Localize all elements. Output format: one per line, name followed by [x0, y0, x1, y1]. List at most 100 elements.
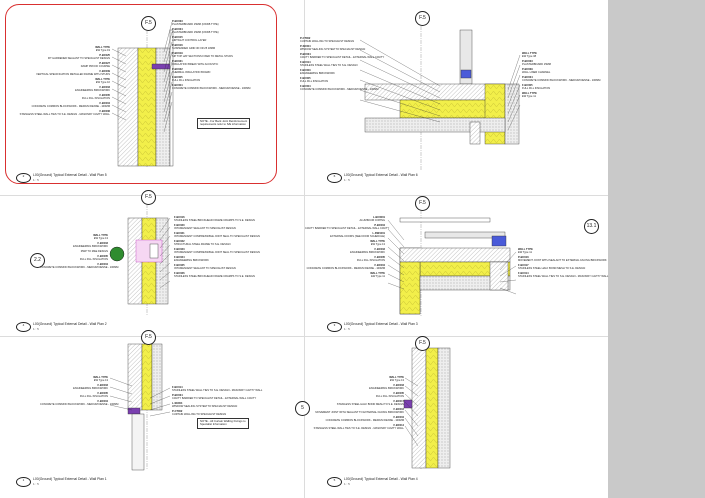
annotation-text: FULL FILL INSULATION: [522, 87, 551, 91]
annotation-text: STAINLESS STEEL WALL TIES TO S.E. DESIGN…: [19, 113, 110, 117]
annotation-text: FULL FILL INSULATION: [356, 259, 385, 263]
annotation-code: F-BC003: [97, 242, 108, 245]
panel-divider-row-1: [0, 195, 608, 196]
annotation-code: P-BC004: [522, 76, 533, 79]
annotation-text: CONCRETE COMMON BLOCKWORK - MEDIUM DENSE…: [31, 105, 110, 109]
annotation-code: WALL TYPE: [522, 92, 537, 95]
annotation-code: F-BC005: [393, 392, 404, 395]
leader-line: [387, 282, 405, 290]
leader-line: [387, 246, 405, 262]
leader-line: [159, 280, 171, 289]
annotation-code: WALL TYPE: [95, 46, 110, 49]
annotation-text: ENGINEERING BRICKWORK: [75, 89, 110, 93]
annotation-text: STAINLESS STEEL WALL TIES TO S.E. DESIGN…: [313, 427, 404, 431]
annotation-code: F-BC021: [174, 232, 185, 235]
panel-title: L00(Ground) Typical External Detail - Wa…: [33, 477, 107, 481]
annotation-code: F-BC024: [174, 256, 185, 259]
annotation-text: FULL FILL INSULATION: [300, 80, 329, 84]
panel-title: L00(Ground) Typical External Detail - Wa…: [344, 173, 418, 177]
annotation-text: CONCRETE COMMON BLOCKWORK - MEDIUM DENSE…: [306, 267, 385, 271]
leader-line: [149, 387, 171, 399]
panel-scale: 1 : 5: [344, 327, 350, 331]
leader-line: [404, 393, 419, 407]
annotation-text: CAVITY BARRIER TO SPECIALIST DETAIL - EX…: [172, 397, 257, 401]
leader-line: [499, 279, 517, 283]
annotation-text: CONCRETE COMMON BLOCKWORK - MEDIUM DENSE…: [40, 266, 119, 269]
annotation-code: F-BC016: [393, 408, 404, 411]
grid-bubble: F.5: [415, 11, 430, 26]
leader-line: [109, 404, 133, 411]
leader-line: [149, 395, 171, 405]
annotation-code: F-BC005: [522, 84, 533, 87]
leader-line: [507, 84, 521, 115]
rainwater-pipe: [109, 246, 125, 262]
door-seal: [491, 235, 507, 247]
panel-number: 4: [16, 322, 31, 332]
annotation-code: F-BC003: [393, 384, 404, 387]
annotation-code: F-BC004: [97, 262, 108, 266]
leader-line: [387, 228, 405, 248]
annotation-code: F-BC009: [99, 70, 110, 73]
annotation-code: P-BC025: [99, 54, 110, 57]
annotation-text: EW Type 11: [522, 95, 536, 99]
annotation-text: INTUMESCENT SEALANT TO SPECIALIST DESIGN: [174, 267, 236, 271]
leader-line: [163, 81, 173, 113]
brickwork-pier: [489, 261, 509, 291]
blockwork-slab: [364, 117, 506, 133]
annotation-text: INTUMESCENT COMPRESSIBLE JOINT SEAL TO S…: [174, 235, 260, 239]
annotation-text: CURTAIN WALLING TO SPECIALIST DESIGN: [172, 413, 227, 417]
leader-line: [507, 94, 521, 123]
leader-line: [163, 91, 173, 123]
leader-line: [387, 219, 405, 241]
annotation-code: F-BC004: [172, 84, 183, 87]
leader-line: [499, 265, 517, 277]
annotation-text: EW Type 13: [389, 379, 404, 383]
grid-bubble: 5: [295, 401, 310, 416]
annotation-code: F-BC005: [97, 392, 108, 395]
leader-line: [387, 273, 405, 283]
annotation-text: THERMAL INSULATION BOARD: [172, 71, 211, 75]
annotation-text: STAINLESS STEEL HALF BOND MESH TO S.E. D…: [518, 267, 586, 271]
annotation-code: WALL TYPE: [93, 376, 108, 379]
grid-bubble: F.5: [141, 330, 156, 345]
annotation-text: INSULATION BREAK WITH ACOUSTIC: [172, 63, 219, 67]
annotation-text: SUSPENDED GRID 30 OR 25 18MM: [172, 47, 216, 51]
leader-line: [163, 61, 173, 93]
leader-line: [359, 49, 441, 93]
leader-line: [499, 287, 517, 295]
annotation-code: F-BC022: [174, 240, 185, 243]
leader-line: [159, 253, 171, 265]
grid-bubble: 13.1: [584, 219, 599, 234]
annotation-text: CONCRETE COMMON BLOCKWORK - MEDIUM DENSE…: [300, 88, 379, 92]
annotation-code: P-BC004: [374, 224, 385, 227]
leader-line: [111, 80, 127, 89]
leader-line: [111, 48, 127, 57]
annotation-code: F-BC014: [393, 424, 404, 427]
